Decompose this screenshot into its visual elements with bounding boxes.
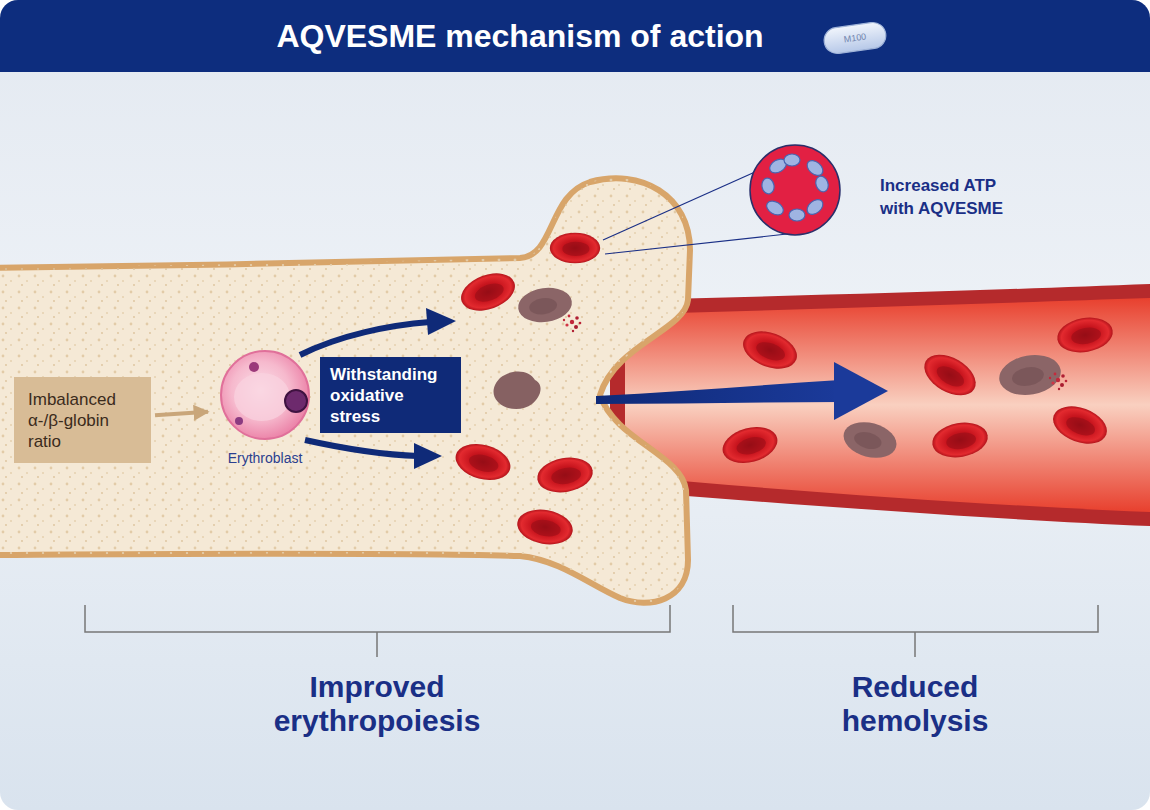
page-title: AQVESME mechanism of action	[200, 14, 840, 58]
damaged-cell	[494, 371, 541, 409]
red-blood-cell	[929, 418, 990, 461]
process-box: Withstanding oxidative stress	[320, 357, 461, 433]
bracket	[85, 605, 670, 657]
node-text: Withstanding oxidative stress	[330, 364, 451, 427]
input-box: Imbalanced α-/β-globin ratio	[14, 377, 151, 463]
damaged-cell	[996, 350, 1064, 399]
bracket-label: Reduced hemolysis	[815, 670, 1015, 738]
arrow-head	[426, 308, 456, 335]
cell-membrane	[221, 351, 309, 439]
vessel-lumen	[625, 298, 1150, 512]
atp-molecule	[764, 198, 786, 217]
node-text: Imbalanced α-/β-globin ratio	[28, 389, 137, 452]
bracket-label: Improved erythropoiesis	[247, 670, 507, 738]
damaged-cell	[840, 417, 901, 464]
red-blood-cell	[534, 453, 595, 496]
cytoplasm	[234, 373, 290, 421]
red-blood-cell	[738, 324, 802, 375]
cell-debris	[563, 315, 582, 333]
flow-arrow	[300, 322, 430, 355]
red-blood-cell	[719, 421, 782, 468]
red-blood-cell	[917, 346, 982, 403]
atp-molecule	[804, 158, 826, 179]
leader-line	[603, 172, 755, 240]
callout-circle	[750, 145, 840, 235]
atp-molecule	[789, 209, 805, 221]
red-blood-cell	[1054, 313, 1115, 356]
damaged-cell	[516, 284, 574, 325]
atp-molecule	[784, 154, 800, 166]
pill-icon	[822, 21, 887, 55]
arrow-head	[834, 362, 888, 420]
red-blood-cell	[456, 266, 520, 317]
leader-line	[605, 234, 787, 254]
pill-shape	[822, 21, 887, 55]
nucleus	[285, 390, 307, 412]
callout-text: Increased ATP with AQVESME	[880, 174, 1030, 220]
arrow-head	[414, 443, 442, 469]
node-text: Erythroblast	[212, 449, 318, 467]
flow-arrow	[596, 380, 840, 404]
cell-node: Erythroblast	[212, 347, 318, 469]
vessel-wall	[610, 284, 1150, 526]
bracket	[733, 605, 1098, 657]
red-blood-cell	[1048, 399, 1112, 450]
organelle	[235, 417, 243, 425]
organelle	[249, 362, 259, 372]
flow-arrow	[305, 440, 418, 456]
flow-connector	[155, 412, 208, 415]
red-blood-cell	[550, 233, 600, 264]
bone-texture	[0, 178, 690, 602]
atp-molecule	[761, 177, 776, 195]
atp-molecule	[814, 174, 831, 193]
cell-debris	[1049, 373, 1068, 391]
atp-molecules	[761, 154, 831, 221]
atp-molecule	[804, 197, 826, 218]
bone-shape	[0, 178, 690, 602]
red-blood-cell	[514, 505, 575, 548]
red-blood-cell	[452, 438, 515, 485]
